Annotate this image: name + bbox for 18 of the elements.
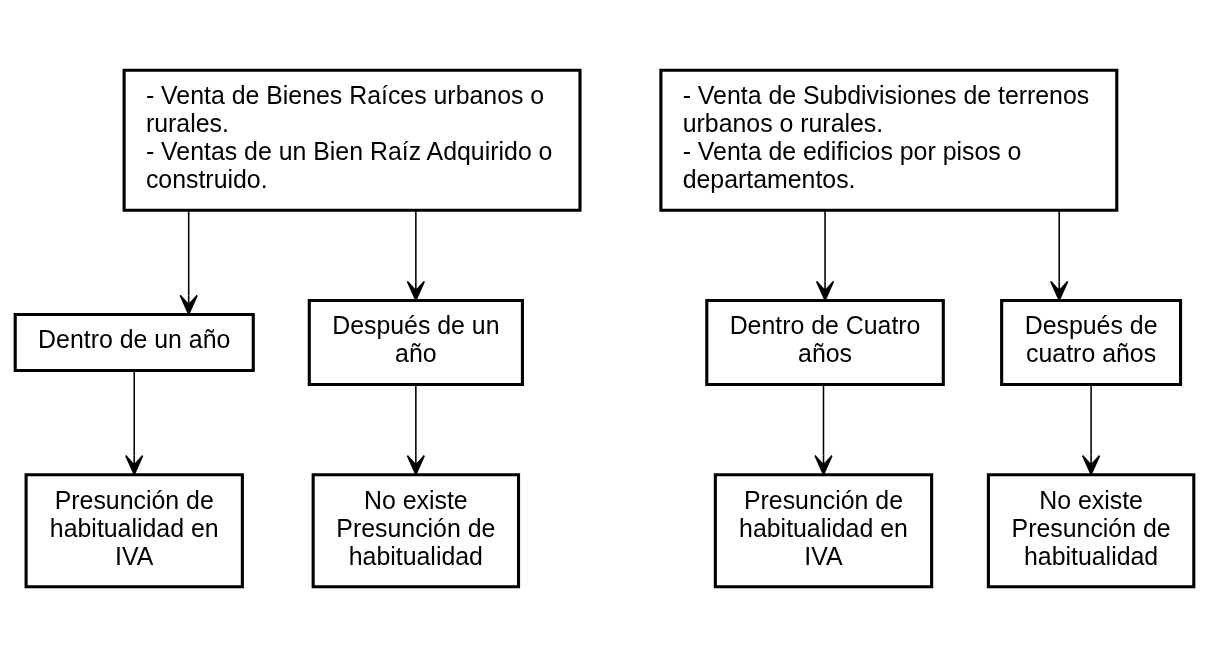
node-box: Dentro de Cuatro años <box>705 298 945 387</box>
arrow <box>1050 209 1069 301</box>
arrow <box>125 369 144 476</box>
node-box: Después de cuatro años <box>1000 298 1183 387</box>
arrow <box>815 209 835 301</box>
node-box: - Venta de Bienes Raíces urbanos o rurales. - Ventas de un Bien Raíz Adquirido o construido. <box>122 68 582 212</box>
arrow <box>179 209 198 315</box>
arrow <box>1081 383 1101 476</box>
node-box: Dentro de un año <box>13 312 255 373</box>
node-box: Presunción de habitualidad en IVA <box>24 473 244 589</box>
arrow <box>406 209 426 301</box>
node-box: Después de un año <box>307 298 524 387</box>
node-box: - Venta de Subdivisiones de terrenos urbanos o rurales. - Venta de edificios por pisos o departamentos. <box>659 68 1119 212</box>
node-box: No existe Presunción de habitualidad <box>311 473 521 589</box>
arrow <box>814 383 833 476</box>
arrow <box>406 383 426 476</box>
node-box: No existe Presunción de habitualidad <box>986 473 1196 589</box>
node-box: Presunción de habitualidad en IVA <box>713 473 934 589</box>
